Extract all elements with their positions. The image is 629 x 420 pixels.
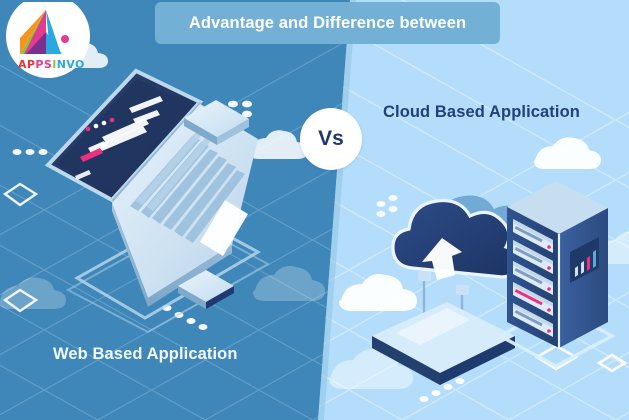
laptop-deck-front xyxy=(112,203,232,307)
floating-plate-right xyxy=(206,286,234,309)
floating-box-top xyxy=(184,100,249,137)
page-title: Advantage and Difference between xyxy=(188,13,467,32)
wordmark-letter: S xyxy=(43,58,53,71)
cloud-decor-right xyxy=(339,137,601,311)
wordmark-letter: I xyxy=(52,58,57,71)
cloud-upload-arrow xyxy=(422,238,462,280)
versus-label: Vs xyxy=(318,127,344,150)
server-side-chart xyxy=(570,237,599,283)
appsinvo-logo[interactable]: APPSINVO xyxy=(6,0,90,80)
floating-plate-left xyxy=(178,286,206,309)
cloud-device-left xyxy=(372,336,440,385)
title-banner: Advantage and Difference between xyxy=(155,2,500,44)
versus-badge: Vs xyxy=(300,108,362,170)
cloud-device-right xyxy=(440,336,515,385)
floating-box-left xyxy=(184,118,217,145)
wordmark-letter: O xyxy=(75,58,85,71)
diamond-outline-decor-right xyxy=(534,344,628,373)
panel-divider-edge xyxy=(318,0,356,420)
wordmark-letter: P xyxy=(35,58,44,71)
cloud-based-application-heading: Cloud Based Application xyxy=(383,103,580,121)
isometric-laptop-illustration xyxy=(44,68,271,334)
wordmark-letter: N xyxy=(56,58,67,71)
logo-wordmark: APPSINVO xyxy=(18,58,85,71)
isometric-server-rack-illustration xyxy=(496,181,616,368)
laptop-trackpad xyxy=(200,200,248,256)
cloud-device-top xyxy=(372,302,515,373)
screen-code-lines xyxy=(75,96,163,180)
cloud-decor-left-soft xyxy=(0,266,325,309)
wordmark-letter: V xyxy=(66,58,76,71)
server-top xyxy=(507,181,608,234)
server-blades xyxy=(513,219,553,337)
floating-box-right xyxy=(217,119,249,145)
cloud-connector-caps xyxy=(418,271,469,295)
laptop-keys-2 xyxy=(136,132,211,211)
logo-mark xyxy=(6,0,90,78)
wordmark-letter: A xyxy=(18,58,27,71)
web-based-application-heading: Web Based Application xyxy=(53,345,238,363)
cloud-device-shine xyxy=(396,308,470,345)
wordmark-letter: P xyxy=(26,58,36,71)
diamond-outline-decor xyxy=(2,182,39,313)
left-grid xyxy=(0,0,350,420)
